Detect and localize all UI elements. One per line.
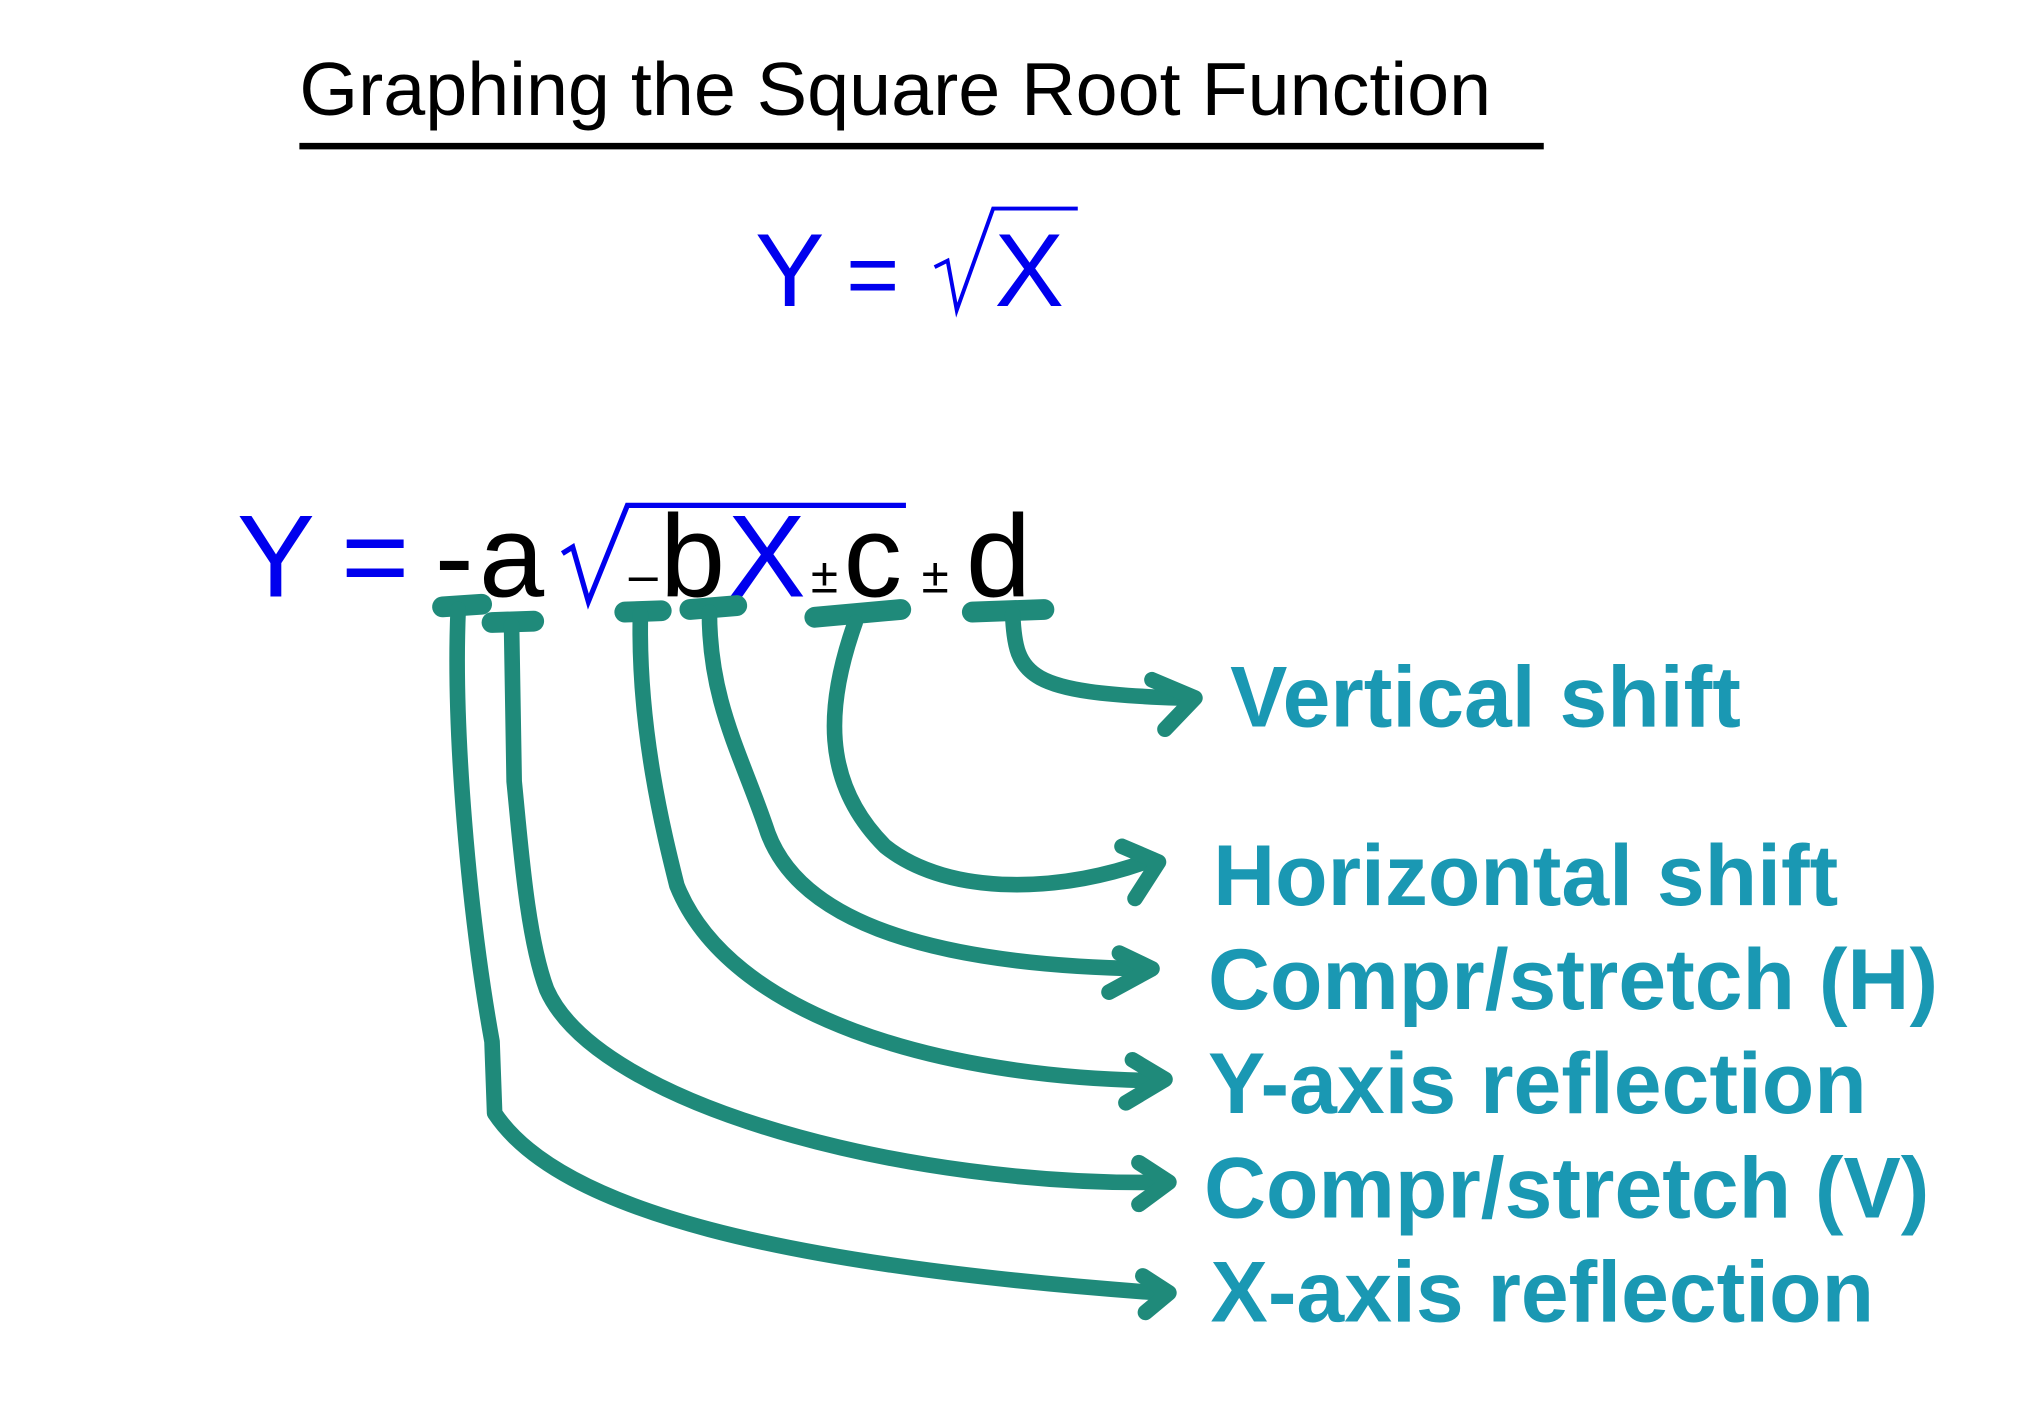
label-compr-stretch-v: Compr/stretch (V) xyxy=(1204,1140,1929,1236)
title: Graphing the Square Root Function xyxy=(299,47,1491,131)
arrow-horizontal-shift xyxy=(804,599,1167,907)
label-vertical-shift: Vertical shift xyxy=(1230,650,1741,746)
radical-sign xyxy=(933,206,1078,318)
eq-d: d xyxy=(966,490,1031,621)
eq-equals: = xyxy=(341,490,409,621)
arrow-vertical-shift xyxy=(961,599,1203,738)
eq-c: c xyxy=(843,490,902,621)
radical-sign xyxy=(560,502,906,610)
basic-y: Y xyxy=(755,213,824,329)
label-y-axis-reflection: Y-axis reflection xyxy=(1208,1036,1867,1132)
arrows xyxy=(432,593,1203,1321)
basic-equation: Y = X xyxy=(755,206,1078,329)
basic-x: X xyxy=(994,213,1063,329)
arrow-compr-stretch-h xyxy=(679,595,1160,1000)
eq-neg-b: – xyxy=(629,547,658,605)
eq-pm-d: ± xyxy=(922,549,949,604)
label-horizontal-shift: Horizontal shift xyxy=(1213,828,1838,924)
basic-equals: = xyxy=(846,225,899,326)
arrow-y-axis-reflection xyxy=(614,600,1173,1111)
arrow-x-axis-reflection xyxy=(432,593,1177,1321)
label-x-axis-reflection: X-axis reflection xyxy=(1211,1244,1875,1340)
arrow-compr-stretch-v xyxy=(481,610,1177,1213)
labels: Vertical shift Horizontal shift Compr/st… xyxy=(1204,650,1938,1341)
eq-pm-c: ± xyxy=(811,549,838,604)
label-compr-stretch-h: Compr/stretch (H) xyxy=(1208,932,1938,1028)
eq-y: Y xyxy=(237,490,315,621)
